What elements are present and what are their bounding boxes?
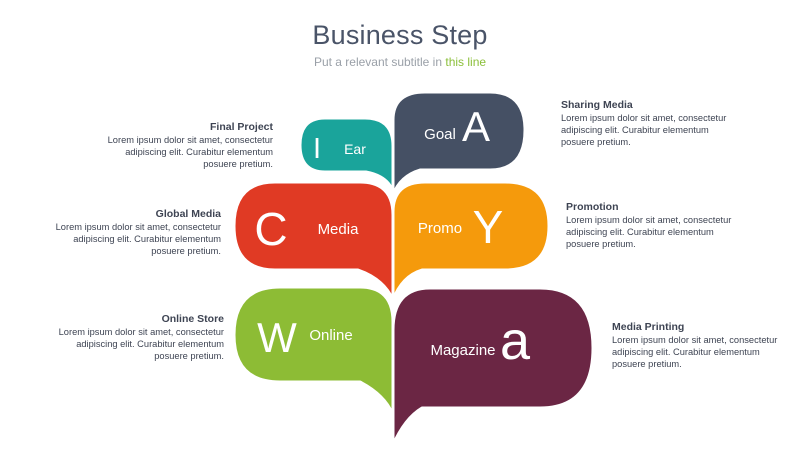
caption-line: posuere pretium. bbox=[154, 351, 224, 361]
caption-line: adipiscing elit. Curabitur elementum bbox=[125, 147, 273, 157]
caption-line: Lorem ipsum dolor sit amet, consectetur bbox=[566, 215, 732, 225]
magazine-label: Magazine bbox=[430, 342, 495, 359]
magazine-letter: a bbox=[500, 311, 531, 371]
caption-heading: Global Media bbox=[155, 208, 221, 220]
media-label: Media bbox=[318, 221, 360, 238]
subtitle-prefix: Put a relevant subtitle in bbox=[313, 55, 446, 69]
caption-media-printing: Media Printing Lorem ipsum dolor sit ame… bbox=[612, 320, 792, 370]
goal-letter: A bbox=[462, 103, 490, 150]
ear-bubble: I Ear bbox=[298, 116, 395, 194]
ear-letter: I bbox=[313, 133, 321, 165]
promo-bubble: Promo Y bbox=[391, 180, 551, 302]
caption-heading: Media Printing bbox=[612, 321, 685, 333]
media-letter: C bbox=[254, 203, 287, 255]
caption-online-store: Online Store Lorem ipsum dolor sit amet,… bbox=[51, 312, 224, 362]
caption-line: adipiscing elit. Curabitur elementum bbox=[612, 347, 760, 357]
caption-final-project: Final Project Lorem ipsum dolor sit amet… bbox=[100, 120, 273, 170]
promo-bubble-shape bbox=[391, 180, 551, 302]
caption-line: adipiscing elit. Curabitur elementum bbox=[561, 125, 709, 135]
online-bubble-shape bbox=[232, 285, 395, 417]
caption-line: adipiscing elit. Curabitur elementum bbox=[566, 227, 714, 237]
online-label: Online bbox=[309, 327, 352, 344]
online-letter: W bbox=[257, 314, 297, 361]
caption-line: Lorem ipsum dolor sit amet, consectetur bbox=[107, 135, 273, 145]
caption-line: posuere pretium. bbox=[561, 137, 631, 147]
online-bubble: W Online bbox=[232, 285, 395, 417]
goal-label: Goal bbox=[424, 126, 456, 143]
promo-label: Promo bbox=[418, 220, 462, 237]
subtitle-highlight: this line bbox=[445, 55, 487, 69]
caption-heading: Sharing Media bbox=[561, 99, 633, 111]
caption-line: adipiscing elit. Curabitur elementum bbox=[73, 234, 221, 244]
promo-letter: Y bbox=[473, 201, 504, 253]
magazine-bubble-shape bbox=[391, 286, 595, 447]
caption-heading: Online Store bbox=[161, 313, 224, 325]
goal-bubble: Goal A bbox=[391, 90, 527, 197]
ear-bubble-shape bbox=[298, 116, 395, 194]
caption-line: posuere pretium. bbox=[612, 359, 682, 369]
caption-line: adipiscing elit. Curabitur elementum bbox=[76, 339, 224, 349]
page-subtitle: Put a relevant subtitle in this line bbox=[0, 55, 800, 69]
caption-heading: Promotion bbox=[566, 201, 619, 213]
magazine-bubble: Magazine a bbox=[391, 286, 595, 447]
ear-label: Ear bbox=[344, 141, 366, 157]
caption-heading: Final Project bbox=[209, 121, 273, 133]
caption-line: Lorem ipsum dolor sit amet, consectetur bbox=[561, 113, 727, 123]
caption-promotion: Promotion Lorem ipsum dolor sit amet, co… bbox=[566, 200, 756, 250]
goal-bubble-shape bbox=[391, 90, 527, 197]
caption-global-media: Global Media Lorem ipsum dolor sit amet,… bbox=[48, 207, 221, 257]
caption-sharing-media: Sharing Media Lorem ipsum dolor sit amet… bbox=[561, 98, 751, 148]
caption-line: posuere pretium. bbox=[203, 159, 273, 169]
caption-line: Lorem ipsum dolor sit amet, consectetur bbox=[58, 327, 224, 337]
caption-line: posuere pretium. bbox=[566, 239, 636, 249]
media-bubble: C Media bbox=[232, 180, 395, 302]
caption-line: Lorem ipsum dolor sit amet, consectetur bbox=[612, 335, 778, 345]
page-title: Business Step bbox=[312, 20, 488, 50]
caption-line: posuere pretium. bbox=[151, 246, 221, 256]
media-bubble-shape bbox=[232, 180, 395, 302]
caption-line: Lorem ipsum dolor sit amet, consectetur bbox=[55, 222, 221, 232]
